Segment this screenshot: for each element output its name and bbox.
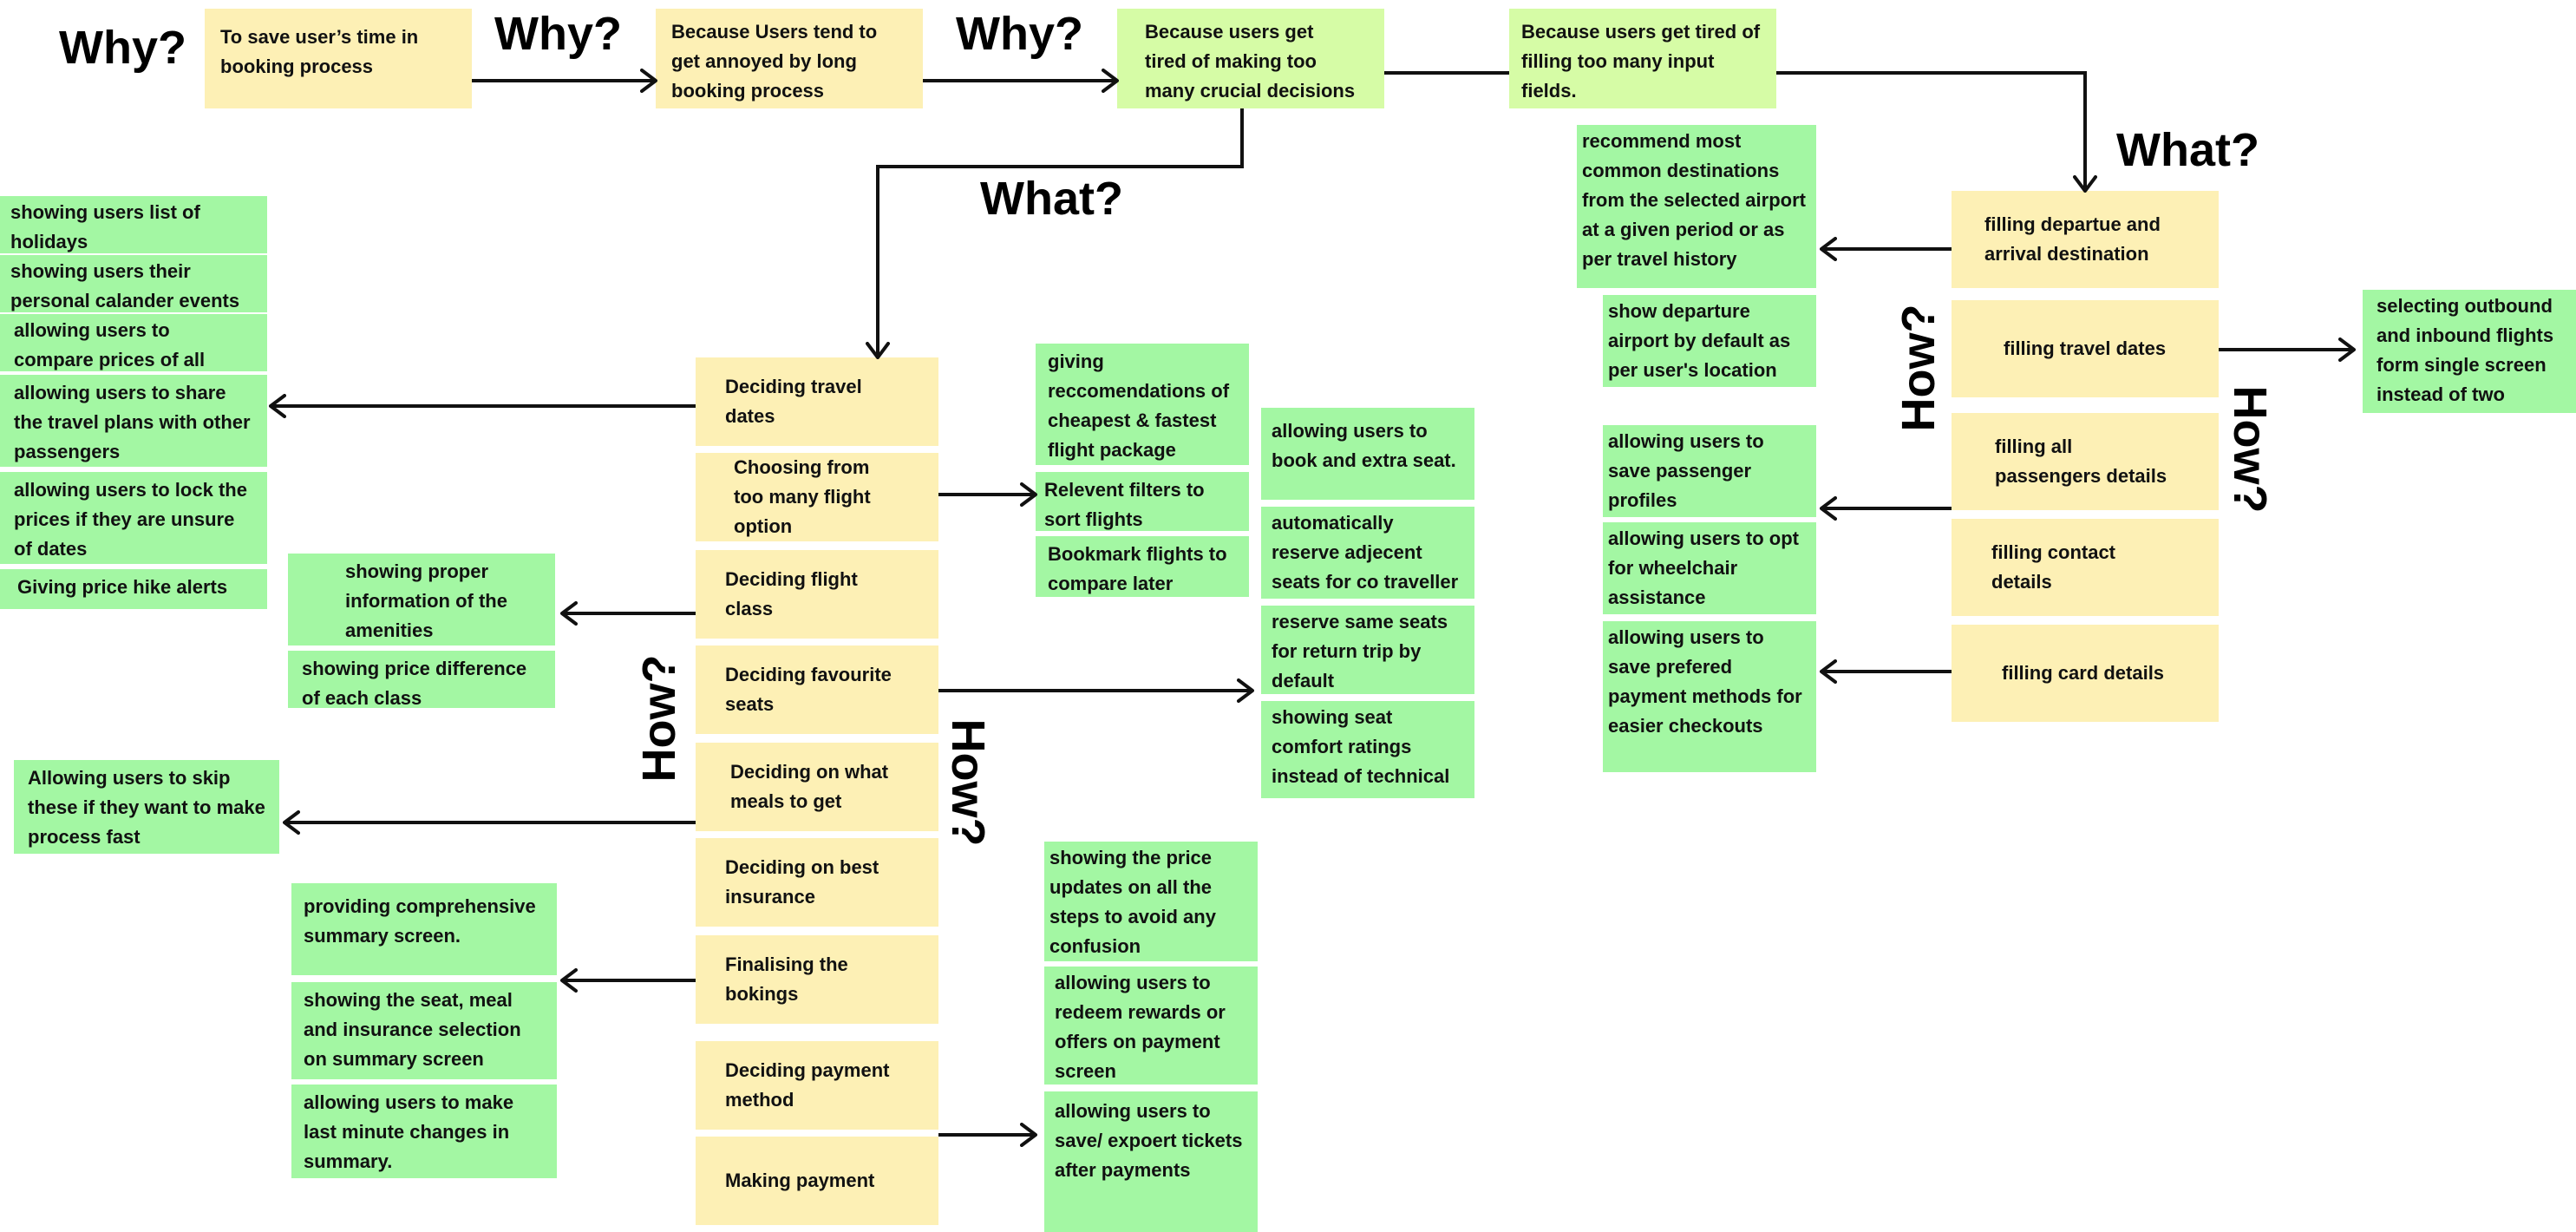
- solution-note: allowing users to lock the prices if the…: [0, 472, 267, 564]
- solution-note: showing proper information of the amenit…: [288, 554, 555, 645]
- solution-note: selecting outbound and inbound flights f…: [2363, 290, 2576, 413]
- solution-note: giving reccomendations of cheapest & fas…: [1036, 344, 1249, 465]
- why-heading-2: Why?: [494, 8, 622, 60]
- solution-note: allowing users to book and extra seat.: [1261, 408, 1474, 500]
- solution-note: show departure airport by default as per…: [1603, 295, 1816, 387]
- solution-note: allowing users to share the travel plans…: [0, 375, 267, 467]
- solution-note: automatically reserve adjecent seats for…: [1261, 507, 1474, 599]
- input-note: filling travel dates: [1952, 300, 2219, 397]
- decision-note: Making payment: [696, 1137, 938, 1225]
- solution-note: showing the price updates on all the ste…: [1044, 842, 1258, 961]
- solution-note: allowing users to redeem rewards or offe…: [1044, 967, 1258, 1085]
- decision-note: Choosing from too many flight option: [696, 453, 938, 541]
- solution-note: showing users their personal calander ev…: [0, 255, 267, 312]
- input-note: filling card details: [1952, 625, 2219, 722]
- why-heading-3: Why?: [956, 8, 1083, 60]
- solution-note: Bookmark flights to compare later: [1036, 536, 1249, 597]
- decision-note: Deciding on what meals to get: [696, 743, 938, 831]
- solution-note: Allowing users to skip these if they wan…: [14, 760, 279, 854]
- solution-note: allowing users to make last minute chang…: [291, 1085, 557, 1178]
- decision-note: Deciding flight class: [696, 550, 938, 639]
- solution-note: providing comprehensive summary screen.: [291, 883, 557, 975]
- solution-note: allowing users to save prefered payment …: [1603, 621, 1816, 772]
- how-heading-center-right: How?: [942, 718, 994, 847]
- input-note: filling departue and arrival destination: [1952, 191, 2219, 288]
- solution-note: allowing users to save passenger profile…: [1603, 425, 1816, 517]
- solution-note: allowing users to compare prices of all …: [0, 314, 267, 371]
- decision-note: Deciding payment method: [696, 1041, 938, 1130]
- connector-arrow: [866, 108, 1244, 359]
- solution-note: recommend most common destinations from …: [1577, 125, 1816, 288]
- why-heading-1: Why?: [59, 22, 186, 74]
- solution-note: showing price difference of each class: [288, 651, 555, 708]
- why-note-3: Because users get tired of making too ma…: [1117, 9, 1384, 108]
- solution-note: reserve same seats for return trip by de…: [1261, 606, 1474, 694]
- solution-note: Relevent filters to sort flights: [1036, 472, 1249, 531]
- input-note: filling contact details: [1952, 519, 2219, 616]
- solution-note: Giving price hike alerts: [0, 569, 267, 609]
- what-heading-right: What?: [2116, 124, 2259, 176]
- decision-note: Deciding favourite seats: [696, 645, 938, 734]
- what-heading-main: What?: [980, 173, 1123, 225]
- solution-note: showing users list of holidays: [0, 196, 267, 253]
- why-note-4: Because users get tired of filling too m…: [1509, 9, 1776, 108]
- how-heading-right-left: How?: [1893, 304, 1945, 432]
- input-note: filling all passengers details: [1952, 413, 2219, 510]
- how-heading-center-left: How?: [633, 654, 685, 783]
- decision-note: Finalising the bokings: [696, 935, 938, 1024]
- solution-note: allowing users to opt for wheelchair ass…: [1603, 522, 1816, 614]
- solution-note: showing seat comfort ratings instead of …: [1261, 701, 1474, 798]
- decision-note: Deciding travel dates: [696, 357, 938, 446]
- solution-note: allowing users to save/ expoert tickets …: [1044, 1091, 1258, 1232]
- connector-arrow: [1776, 71, 2097, 193]
- solution-note: showing the seat, meal and insurance sel…: [291, 982, 557, 1079]
- why-note-2: Because Users tend to get annoyed by lon…: [656, 9, 923, 108]
- how-heading-right-right: How?: [2224, 385, 2276, 514]
- why-note-1: To save user’s time in booking process: [205, 9, 472, 108]
- decision-note: Deciding on best insurance: [696, 838, 938, 927]
